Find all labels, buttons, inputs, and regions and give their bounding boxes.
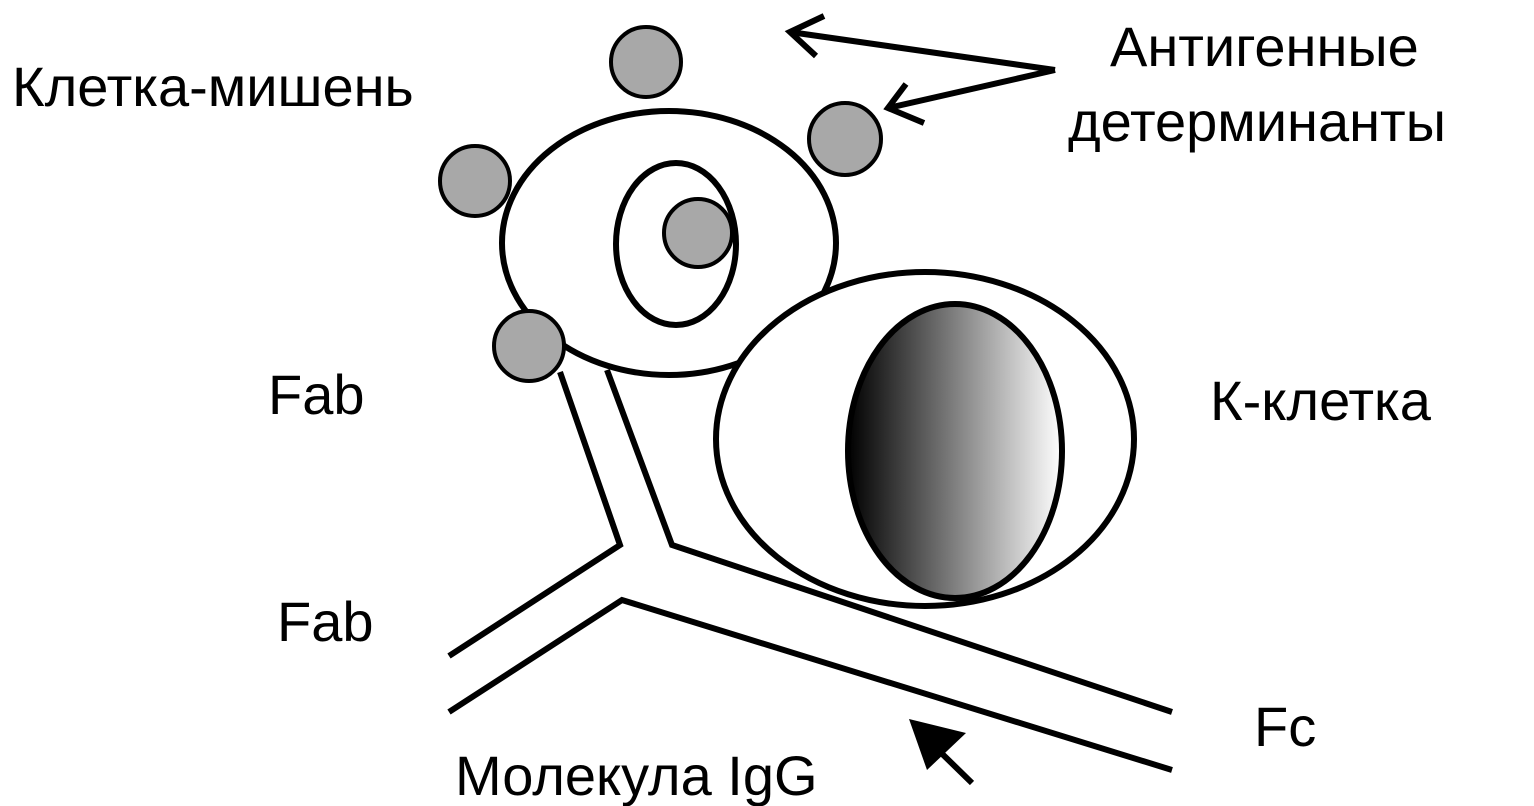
label-igg: Молекула IgG [455,744,818,806]
label-antigen-line2: детерминанты [1068,90,1446,153]
determinant-top [611,27,681,97]
arrow-up-left-icon [909,719,972,783]
label-target-cell: Клетка-мишень [12,55,414,118]
label-fab-lower: Fab [277,590,374,653]
determinant-left [440,146,510,216]
label-fab-upper: Fab [268,363,365,426]
k-cell-nucleus [848,304,1062,598]
label-k-cell: К-клетка [1210,369,1432,432]
k-cell [716,272,1134,606]
determinant-right [809,103,881,175]
label-antigen-line1: Антигенные [1110,15,1419,78]
igg-upper-line [449,372,620,656]
label-fc: Fc [1254,695,1316,758]
target-cell-nucleus-inner [664,199,732,267]
determinant-bottom [494,311,564,381]
